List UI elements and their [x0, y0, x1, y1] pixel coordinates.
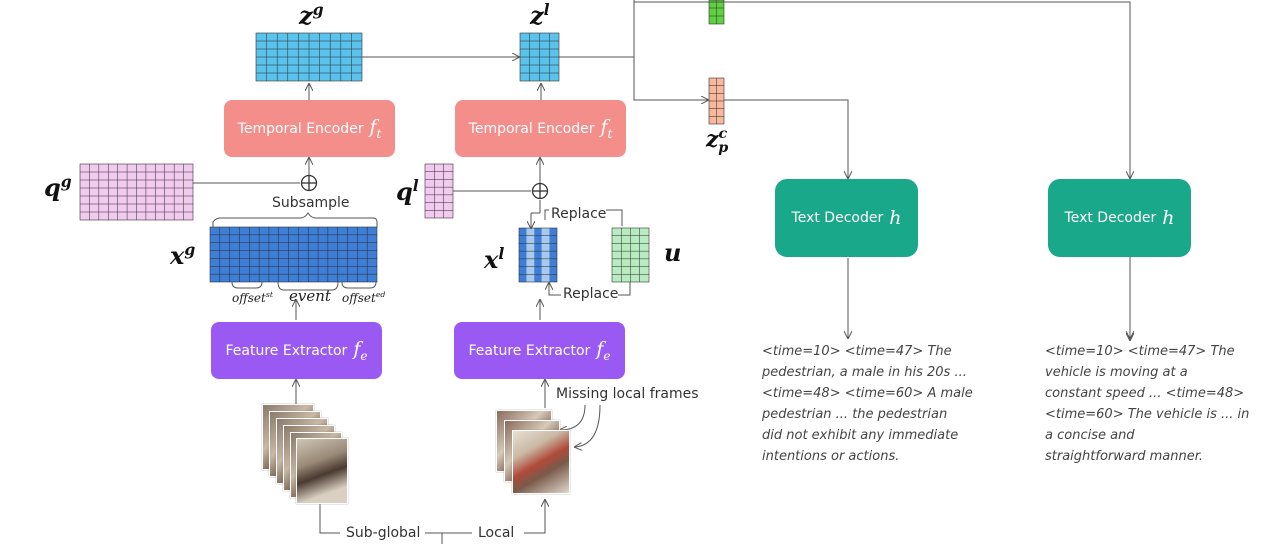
temporal-encoder-local-box: Temporal Encoder ft	[455, 100, 626, 157]
feature-extractor-global-box: Feature Extractor fe	[211, 322, 382, 379]
pedestrian-output-text: <time=10> <time=47> The pedestrian, a ma…	[762, 344, 973, 464]
local-label: Local	[478, 525, 515, 541]
event-label: event	[289, 287, 331, 305]
matrix-grids	[79, 0, 725, 283]
xl-matrix	[518, 227, 558, 283]
qg-matrix	[79, 163, 194, 221]
sub-global-label: Sub-global	[346, 525, 421, 541]
missing-local-frames-label: Missing local frames	[556, 386, 699, 402]
temporal-encoder-global-box: Temporal Encoder ft	[224, 100, 395, 157]
replace-bottom-label: Replace	[563, 286, 619, 302]
subsample-label: Subsample	[272, 195, 350, 211]
zl-matrix	[519, 32, 560, 82]
frame-image	[296, 438, 348, 504]
zg-matrix	[255, 32, 363, 82]
xg-matrix	[209, 226, 378, 283]
xl-symbol: xl	[484, 244, 505, 274]
arrows	[193, 0, 1130, 544]
zl-symbol: zl	[530, 0, 550, 30]
feature-extractor-local-box: Feature Extractor fe	[454, 322, 625, 379]
zpc-symbol: zcp	[706, 126, 729, 156]
offset-ed-label: offseted	[342, 290, 386, 305]
ql-matrix	[424, 163, 454, 219]
text-decoder-pedestrian-box: Text Decoder h	[775, 179, 918, 257]
u-symbol: u	[664, 238, 682, 267]
ql-symbol: ql	[396, 176, 419, 206]
zpc-matrix	[708, 77, 725, 125]
zg-symbol: zg	[299, 0, 324, 30]
replace-top-label: Replace	[551, 206, 607, 222]
add-operators	[300, 174, 549, 200]
green-matrix	[708, 0, 725, 25]
vehicle-output-text: <time=10> <time=47> The vehicle is movin…	[1045, 344, 1250, 464]
qg-symbol: qg	[44, 172, 72, 202]
xg-symbol: xg	[170, 240, 196, 270]
text-decoder-vehicle-box: Text Decoder h	[1048, 179, 1191, 257]
offset-st-label: offsetst	[232, 290, 273, 305]
u-matrix	[611, 227, 650, 283]
frame-image	[512, 430, 570, 494]
